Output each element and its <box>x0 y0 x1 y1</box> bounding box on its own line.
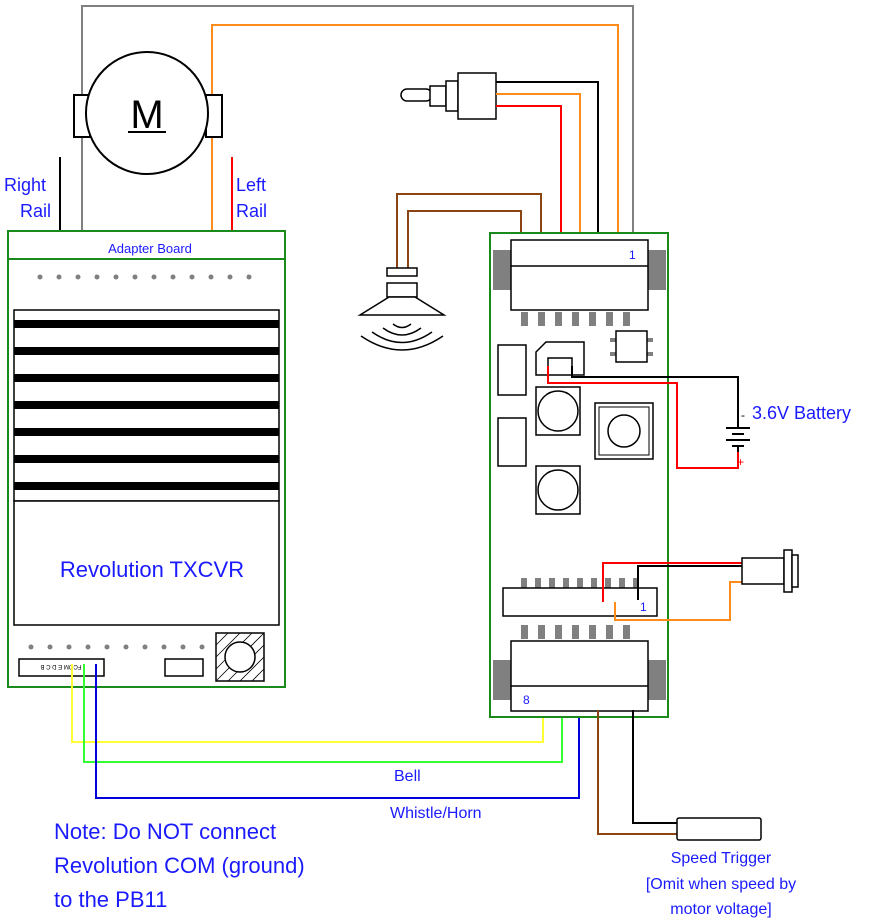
motor-label: M <box>130 93 163 137</box>
green-wire <box>83 664 563 763</box>
txcvr-small-part <box>164 658 204 677</box>
right-rail-label-2: Rail <box>20 201 51 221</box>
battery-plus: + <box>737 455 744 469</box>
txcvr-module <box>13 500 280 626</box>
pb11-capacitor-2 <box>535 465 581 515</box>
jack-red-wire <box>602 562 742 602</box>
pb11-top-pins <box>521 312 630 326</box>
note-line-1: Note: Do NOT connect <box>54 819 276 844</box>
motor: M <box>73 51 223 175</box>
pb11-bottom-connector <box>510 640 649 712</box>
pb11-capacitor-1 <box>535 386 581 436</box>
whistle-label: Whistle/Horn <box>390 805 482 822</box>
txcvr-board: Adapter Board Revolution TXCVR F <box>7 230 286 688</box>
txcvr-connector <box>18 658 105 677</box>
switch-red-wire <box>496 105 562 240</box>
pb11-mid-pins <box>521 578 639 588</box>
speed-trigger-brown-wire <box>597 710 677 835</box>
brown-speaker-wire-outer <box>396 193 542 268</box>
heatsink-fins <box>14 320 279 490</box>
battery-black-wire <box>571 366 739 414</box>
adapter-board-label: Adapter Board <box>108 241 192 256</box>
pb11-mid-connector <box>502 587 658 617</box>
jack-orange-wire <box>614 581 742 621</box>
speaker-icon <box>357 267 447 351</box>
speed-trigger-black-wire <box>632 710 677 824</box>
pb11-side-part-2 <box>497 417 527 467</box>
pb11-button <box>594 402 654 460</box>
pb11-bottom-pins <box>521 625 630 639</box>
jack-black-wire <box>637 565 742 600</box>
pb11-mid-pin-label: 1 <box>640 600 647 614</box>
bell-label: Bell <box>394 768 421 785</box>
txcvr-name: Revolution TXCVR <box>60 557 244 582</box>
right-rail-label-1: Right <box>4 175 46 195</box>
battery-minus: - <box>741 408 745 422</box>
pb11-board: 1 <box>489 232 669 718</box>
pb11-top-pin-label: 1 <box>629 248 636 262</box>
txcvr-connector-text: FCOM E D C B <box>40 663 81 669</box>
battery-icon <box>726 414 750 452</box>
blue-wire <box>95 664 580 799</box>
switch-orange-wire <box>496 93 581 240</box>
brown-speaker-wire-inner <box>407 210 522 268</box>
left-rail-label-2: Rail <box>236 201 267 221</box>
speed-trigger-sensor <box>676 817 762 841</box>
left-rail-label-1: Left <box>236 175 266 195</box>
pb11-bottom-pin-label: 8 <box>523 693 530 707</box>
txcvr-trimmer <box>215 632 265 682</box>
note-line-3: to the PB11 <box>54 887 167 912</box>
jack-icon <box>741 549 799 593</box>
pb11-top-connector <box>510 239 649 311</box>
pb11-side-part <box>497 344 527 396</box>
speed-trigger-label-1: Speed Trigger <box>671 850 772 867</box>
txcvr-bottom-pins <box>28 644 205 650</box>
toggle-switch-icon <box>400 72 497 120</box>
orange-motor-wire <box>211 24 619 240</box>
switch-black-wire <box>496 81 599 240</box>
txcvr-top-pins <box>37 274 252 280</box>
yellow-wire <box>71 664 544 743</box>
speed-trigger-label-3: motor voltage] <box>670 901 771 918</box>
battery-label: 3.6V Battery <box>752 403 851 423</box>
note-line-2: Revolution COM (ground) <box>54 853 305 878</box>
pb11-ic <box>610 330 653 363</box>
battery-red-wire <box>547 366 739 469</box>
speed-trigger-label-2: [Omit when speed by <box>646 876 796 893</box>
